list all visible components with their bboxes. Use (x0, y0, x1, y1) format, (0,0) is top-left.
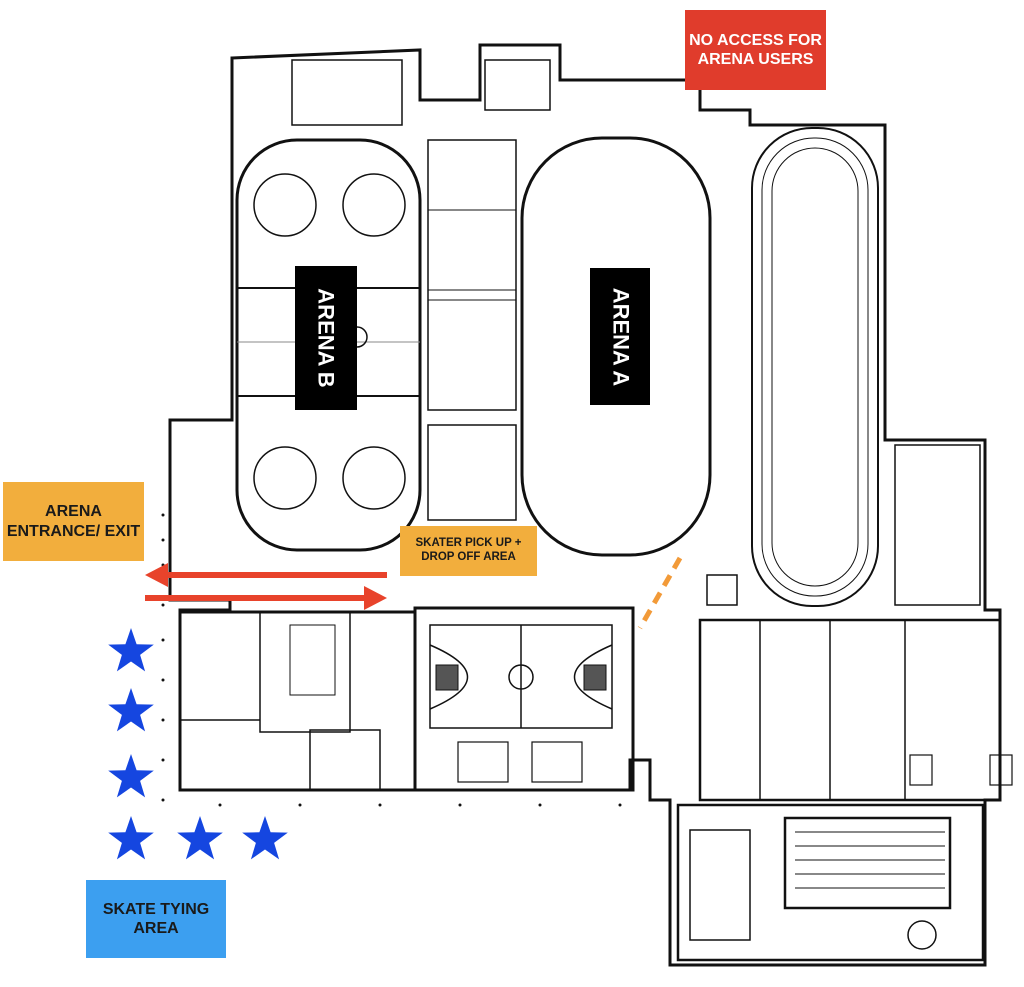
arena-a-rink (520, 136, 712, 557)
star-icon (242, 816, 288, 860)
arena-a-text: ARENA A (608, 287, 633, 386)
arena-a-label: ARENA A (590, 268, 650, 405)
arena-b-rink (235, 138, 422, 552)
star-icon (108, 816, 154, 860)
skate-tying-stars (108, 628, 288, 860)
perimeter-dots (161, 513, 622, 807)
building-outline (168, 43, 1013, 967)
pool (783, 816, 952, 910)
running-track (751, 127, 879, 607)
arrow-head-left-icon (145, 563, 168, 587)
arena-entrance-label: ARENA ENTRANCE/ EXIT (3, 482, 144, 561)
star-icon (108, 754, 154, 798)
arena-b-text: ARENA B (314, 288, 340, 388)
direction-arrows (145, 563, 387, 610)
arena-b-label: ARENA B (295, 266, 357, 410)
star-icon (108, 628, 154, 672)
star-icon (177, 816, 223, 860)
dashed-connector (637, 556, 683, 630)
no-access-label: NO ACCESS FOR ARENA USERS (685, 10, 826, 90)
star-icon (108, 688, 154, 732)
pickup-dropoff-label: SKATER PICK UP + DROP OFF AREA (400, 526, 537, 576)
skate-tying-label: SKATE TYING AREA (86, 880, 226, 958)
arrow-head-right-icon (364, 586, 387, 610)
